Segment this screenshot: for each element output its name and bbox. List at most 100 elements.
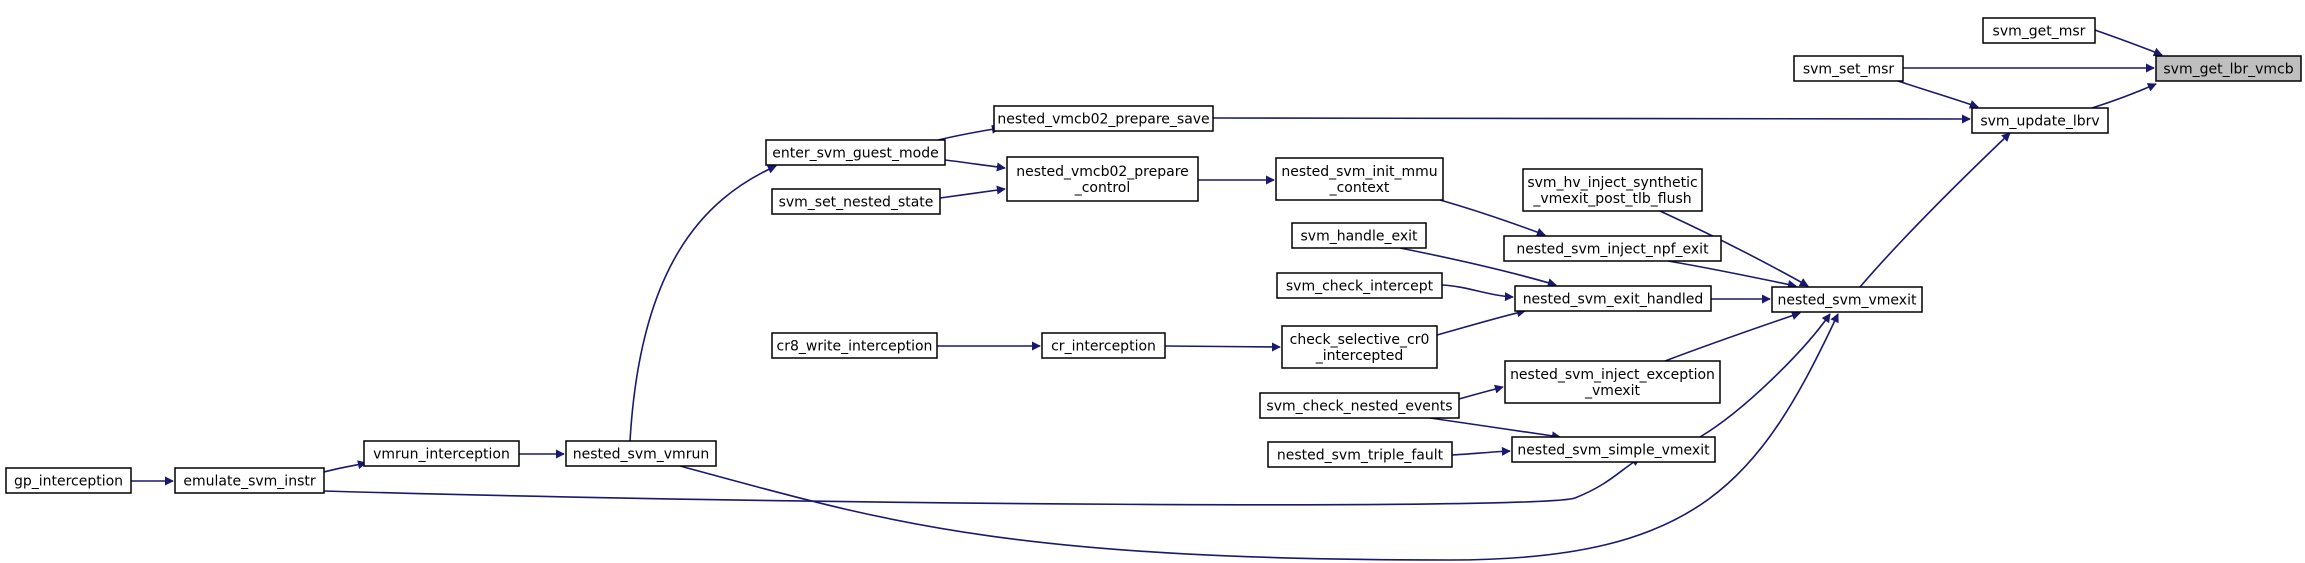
node-box: [2155, 55, 2302, 82]
node-enter_svm_guest_mode[interactable]: enter_svm_guest_mode: [765, 139, 946, 166]
node-svm_check_intercept[interactable]: svm_check_intercept: [1276, 272, 1443, 299]
node-box: [1793, 55, 1904, 82]
node-box: [1291, 222, 1427, 249]
node-box: [1514, 285, 1712, 312]
node-label: cr8_write_interception: [777, 339, 933, 355]
node-cr8_write_interception[interactable]: cr8_write_interception: [771, 332, 938, 359]
edge-nested_svm_init_mmu_context-to-nested_svm_inject_npf_exit: [1439, 199, 1546, 237]
node-box: [993, 105, 1214, 132]
edge-nested_svm_inject_npf_exit-to-nested_svm_vmexit: [1667, 260, 1797, 289]
edge-svm_check_nested_events-to-nested_svm_simple_vmexit: [1429, 417, 1561, 441]
node-label: svm_handle_exit: [1301, 229, 1418, 245]
node-svm_get_lbr_vmcb[interactable]: svm_get_lbr_vmcb: [2155, 55, 2302, 82]
node-box: [174, 467, 325, 494]
node-label: nested_svm_inject_npf_exit: [1516, 242, 1709, 258]
node-label: svm_update_lbrv: [1980, 114, 2099, 130]
node-box: [1006, 156, 1199, 202]
node-nested_svm_init_mmu_context[interactable]: nested_svm_init_mmu_context: [1275, 157, 1444, 201]
node-label: nested_svm_inject_exception: [1510, 367, 1715, 383]
node-svm_check_nested_events[interactable]: svm_check_nested_events: [1259, 392, 1460, 419]
node-gp_interception[interactable]: gp_interception: [5, 467, 132, 494]
node-label: nested_svm_vmexit: [1778, 293, 1917, 309]
node-box: [771, 332, 938, 359]
node-box: [1267, 441, 1453, 468]
edge-svm_update_lbrv-to-svm_get_lbr_vmcb: [2091, 83, 2157, 109]
edge-nested_svm_vmrun-to-enter_svm_guest_mode: [629, 165, 777, 442]
edge-svm_handle_exit-to-nested_svm_exit_handled: [1399, 247, 1557, 288]
node-svm_hv_inject_synthetic_vmexit_post_tlb_flush[interactable]: svm_hv_inject_synthetic_vmexit_post_tlb_…: [1522, 168, 1703, 212]
node-box: [1281, 325, 1438, 369]
node-nested_svm_vmexit[interactable]: nested_svm_vmexit: [1771, 286, 1923, 313]
node-label: vmrun_interception: [373, 447, 510, 463]
node-box: [1971, 107, 2109, 134]
node-label: nested_svm_exit_handled: [1523, 292, 1704, 308]
node-nested_svm_triple_fault[interactable]: nested_svm_triple_fault: [1267, 441, 1453, 468]
node-label: nested_vmcb02_prepare_save: [997, 112, 1209, 128]
edge-enter_svm_guest_mode-to-nested_vmcb02_prepare_save: [937, 124, 1001, 141]
node-box: [363, 440, 520, 467]
node-box: [1041, 332, 1166, 359]
node-label: _vmexit: [1584, 383, 1640, 399]
node-box: [1504, 360, 1721, 404]
edge-nested_svm_triple_fault-to-nested_svm_simple_vmexit: [1451, 446, 1511, 456]
node-label: svm_check_intercept: [1286, 279, 1434, 295]
node-svm_handle_exit[interactable]: svm_handle_exit: [1291, 222, 1427, 249]
edge-svm_check_intercept-to-nested_svm_exit_handled: [1441, 284, 1514, 302]
node-cr_interception[interactable]: cr_interception: [1041, 332, 1166, 359]
edge-svm_get_msr-to-svm_get_lbr_vmcb: [2094, 29, 2163, 57]
node-nested_svm_inject_npf_exit[interactable]: nested_svm_inject_npf_exit: [1503, 235, 1722, 262]
edge-nested_svm_inject_exception_vmexit-to-nested_svm_vmexit: [1664, 311, 1801, 362]
node-box: [5, 467, 132, 494]
edge-svm_hv_inject_synthetic_vmexit_post_tlb_flush-to-nested_svm_vmexit: [1659, 210, 1809, 287]
node-label: _control: [1074, 180, 1131, 196]
edge-svm_check_nested_events-to-nested_svm_inject_exception_vmexit: [1458, 384, 1504, 400]
node-label: svm_set_msr: [1803, 62, 1895, 78]
node-label: svm_get_lbr_vmcb: [2163, 62, 2293, 78]
node-nested_svm_simple_vmexit[interactable]: nested_svm_simple_vmexit: [1511, 436, 1716, 463]
node-label: gp_interception: [14, 474, 123, 490]
edge-enter_svm_guest_mode-to-nested_vmcb02_prepare_control: [944, 159, 1006, 172]
node-svm_get_msr[interactable]: svm_get_msr: [1982, 17, 2096, 44]
node-box: [1503, 235, 1722, 262]
node-label: check_selective_cr0: [1290, 332, 1430, 348]
node-nested_vmcb02_prepare_control[interactable]: nested_vmcb02_prepare_control: [1006, 156, 1199, 202]
node-check_selective_cr0_intercepted[interactable]: check_selective_cr0_intercepted: [1281, 325, 1438, 369]
node-label: _context: [1329, 180, 1390, 196]
edge-nested_svm_vmexit-to-svm_update_lbrv: [1859, 132, 2011, 288]
node-label: enter_svm_guest_mode: [772, 146, 938, 162]
node-box: [1259, 392, 1460, 419]
node-label: nested_vmcb02_prepare: [1016, 164, 1189, 180]
node-svm_update_lbrv[interactable]: svm_update_lbrv: [1971, 107, 2109, 134]
node-box: [1982, 17, 2096, 44]
node-svm_set_msr[interactable]: svm_set_msr: [1793, 55, 1904, 82]
node-svm_set_nested_state[interactable]: svm_set_nested_state: [771, 188, 941, 215]
node-label: _vmexit_post_tlb_flush: [1532, 191, 1691, 207]
node-label: nested_svm_init_mmu: [1281, 164, 1437, 180]
node-nested_svm_vmrun[interactable]: nested_svm_vmrun: [565, 440, 717, 467]
node-box: [1771, 286, 1923, 313]
edge-check_selective_cr0_intercepted-to-nested_svm_exit_handled: [1436, 308, 1526, 336]
edge-nested_svm_vmrun-to-nested_svm_vmexit: [679, 313, 1839, 561]
node-box: [1522, 168, 1703, 212]
node-label: emulate_svm_instr: [183, 474, 315, 490]
edge-svm_set_msr-to-svm_update_lbrv: [1897, 80, 1979, 109]
edge-nested_svm_simple_vmexit-to-nested_svm_vmexit: [1699, 313, 1831, 438]
node-label: _intercepted: [1315, 348, 1404, 364]
node-label: svm_hv_inject_synthetic: [1527, 175, 1697, 191]
node-nested_svm_inject_exception_vmexit[interactable]: nested_svm_inject_exception_vmexit: [1504, 360, 1721, 404]
node-label: nested_svm_vmrun: [573, 447, 709, 463]
node-label: svm_check_nested_events: [1266, 399, 1452, 415]
node-box: [1275, 157, 1444, 201]
node-vmrun_interception[interactable]: vmrun_interception: [363, 440, 520, 467]
node-box: [765, 139, 946, 166]
edge-emulate_svm_instr-to-vmrun_interception: [323, 460, 367, 473]
node-label: cr_interception: [1051, 339, 1156, 355]
edge-cr_interception-to-check_selective_cr0_intercepted: [1164, 342, 1281, 352]
node-nested_svm_exit_handled[interactable]: nested_svm_exit_handled: [1514, 285, 1712, 312]
node-box: [1511, 436, 1716, 463]
node-nested_vmcb02_prepare_save[interactable]: nested_vmcb02_prepare_save: [993, 105, 1214, 132]
node-box: [771, 188, 941, 215]
node-emulate_svm_instr[interactable]: emulate_svm_instr: [174, 467, 325, 494]
edge-emulate_svm_instr-to-nested_svm_vmexit: [323, 457, 1641, 506]
node-label: svm_get_msr: [1993, 24, 2086, 40]
